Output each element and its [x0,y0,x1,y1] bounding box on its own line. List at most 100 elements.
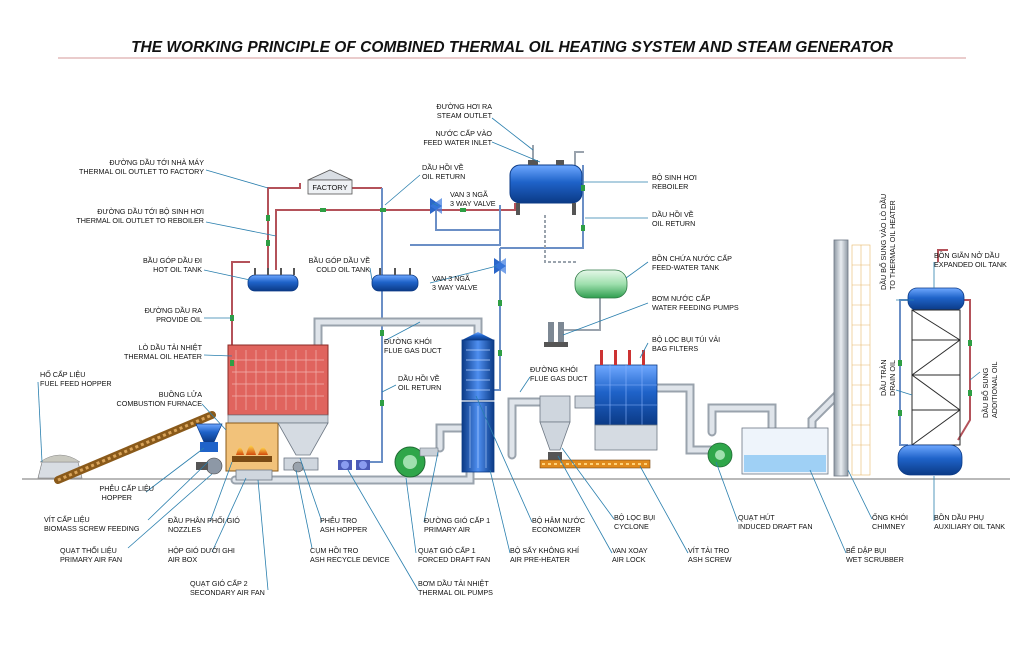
label-thermal-oil-outlet-reboiler: ĐƯỜNG DẦU TỚI BỘ SINH HƠI THERMAL OIL OU… [76,206,204,225]
label-reboiler-vi: BỘ SINH HƠI [652,173,697,182]
label-feed-water-inlet-en: FEED WATER INLET [423,138,492,147]
label-cyclone-en: CYCLONE [614,522,649,531]
label-fuel-feed-hopper: HỐ CẤP LIỆU FUEL FEED HOPPER [40,369,112,388]
label-flue-gas-duct-mid-vi: ĐƯỜNG KHÓI [384,337,432,346]
label-biomass-screw-feeding-en: BIOMASS SCREW FEEDING [44,524,140,533]
label-water-feeding-pumps: BƠM NƯỚC CẤP WATER FEEDING PUMPS [652,293,739,312]
label-flue-gas-duct-right-vi: ĐƯỜNG KHÓI [530,365,578,374]
label-ash-recycle-device-vi: CỤM HỒI TRO [310,545,359,555]
label-thermal-oil-outlet-factory: ĐƯỜNG DẦU TỚI NHÀ MÁY THERMAL OIL OUTLET… [79,157,204,176]
label-ash-screw-vi: VÍT TẢI TRO [688,546,730,555]
label-flue-gas-duct-mid: ĐƯỜNG KHÓI FLUE GAS DUCT [384,337,442,355]
label-primary-air-fan-vi: QUẠT THỔI LIỆU [60,546,117,555]
label-oil-supply-heater: DẦU BỔ SUNG VÀO LÒ DẦU TO THERMAL OIL HE… [878,194,897,290]
label-flue-gas-duct-right: ĐƯỜNG KHÓI FLUE GAS DUCT [530,365,588,383]
label-fuel-feed-hopper-en: FUEL FEED HOPPER [40,379,112,388]
label-biomass-screw-feeding-vi: VÍT CẤP LIỆU [44,514,90,524]
air-pre-heater [461,401,495,473]
label-provide-oil-en: PROVIDE OIL [156,315,202,324]
label-reboiler: BỘ SINH HƠI REBOILER [652,173,697,191]
label-thermal-oil-heater-vi: LÒ DẦU TẢI NHIỆT [139,342,203,352]
label-steam-outlet: ĐƯỜNG HƠI RA STEAM OUTLET [436,102,492,120]
label-feed-water-tank-vi: BỒN CHỨA NƯỚC CẤP [652,253,732,263]
label-wet-scrubber-en: WET SCRUBBER [846,555,904,564]
label-expanded-oil-tank: BỒN GIÃN NỞ DẦU EXPANDED OIL TANK [934,250,1007,269]
label-nozzles: ĐẦU PHÂN PHỐI GIÓ NOZZLES [168,515,240,534]
label-steam-outlet-en: STEAM OUTLET [437,111,493,120]
leader-lines [37,117,981,591]
label-ash-hopper: PHỄU TRO ASH HOPPER [320,516,367,534]
water-feeding-pumps [544,322,568,347]
three-way-valve-1 [430,198,442,214]
label-chimney-en: CHIMNEY [872,522,905,531]
reboiler [509,160,583,215]
economizer [461,332,495,401]
cyclone [539,395,598,460]
label-cold-oil-tank: BẦU GÓP DẦU VỀ COLD OIL TANK [309,255,371,274]
label-oil-return-top-vi: DẦU HỒI VỀ [422,162,464,172]
label-thermal-oil-outlet-reboiler-vi: ĐƯỜNG DẦU TỚI BỘ SINH HƠI [97,206,204,216]
label-oil-return-mid: DẦU HỒI VỀ OIL RETURN [398,373,441,392]
label-thermal-oil-heater: LÒ DẦU TẢI NHIỆT THERMAL OIL HEATER [124,342,203,361]
label-expanded-oil-tank-vi: BỒN GIÃN NỞ DẦU [934,250,1000,260]
label-ash-screw: VÍT TẢI TRO ASH SCREW [688,546,732,564]
label-air-pre-heater-en: AIR PRE-HEATER [510,555,570,564]
factory: FACTORY [307,169,353,195]
label-cold-oil-tank-vi: BẦU GÓP DẦU VỀ [309,255,371,265]
label-air-lock-en: AIR LOCK [612,555,646,564]
label-bag-filters-vi: BỘ LỌC BỤI TÚI VẢI [652,335,720,344]
label-auxiliary-oil-tank-vi: BỒN DẦU PHỤ [934,512,984,522]
forced-draft-fan [394,446,439,478]
label-thermal-oil-heater-en: THERMAL OIL HEATER [124,352,202,361]
label-hopper: PHỄU CẤP LIỆU HOPPER [99,483,154,502]
label-economizer: BỘ HÂM NƯỚC ECONOMIZER [532,516,585,534]
label-drain-oil-vi: DẦU TRÀN [878,359,888,396]
label-secondary-air-fan-en: SECONDARY AIR FAN [190,588,265,597]
label-feed-water-inlet: NƯỚC CẤP VÀO FEED WATER INLET [423,128,492,147]
label-thermal-oil-outlet-reboiler-en: THERMAL OIL OUTLET TO REBOILER [76,216,204,225]
label-bag-filters-en: BAG FILTERS [652,344,698,353]
label-ash-recycle-device-en: ASH RECYCLE DEVICE [310,555,390,564]
label-primary-air-fan: QUẠT THỔI LIỆU PRIMARY AIR FAN [60,546,122,564]
label-induced-draft-fan-vi: QUẠT HÚT [738,513,775,522]
label-three-way-valve-1-en: 3 WAY VALVE [450,199,496,208]
label-primary-air-en: PRIMARY AIR [424,525,470,534]
factory-label: FACTORY [312,183,347,192]
label-thermal-oil-outlet-factory-en: THERMAL OIL OUTLET TO FACTORY [79,167,204,176]
label-economizer-en: ECONOMIZER [532,525,581,534]
label-induced-draft-fan: QUẠT HÚT INDUCED DRAFT FAN [738,513,813,531]
label-ash-hopper-vi: PHỄU TRO [320,516,357,525]
label-drain-oil-en: DRAIN OIL [888,360,897,396]
label-wet-scrubber-vi: BỂ DẬP BỤI [846,546,886,555]
label-hopper-en: HOPPER [102,493,132,502]
label-flue-gas-duct-right-en: FLUE GAS DUCT [530,374,588,383]
label-primary-air: ĐƯỜNG GIÓ CẤP 1 PRIMARY AIR [424,515,490,534]
label-auxiliary-oil-tank: BỒN DẦU PHỤ AUXILIARY OIL TANK [934,512,1005,531]
label-thermal-oil-pumps: BƠM DẦU TẢI NHIỆT THERMAL OIL PUMPS [418,578,493,597]
label-hot-oil-tank-vi: BẦU GÓP DẦU ĐI [143,255,202,265]
label-ash-hopper-en: ASH HOPPER [320,525,367,534]
label-oil-return-mid-vi: DẦU HỒI VỀ [398,373,440,383]
label-combustion-furnace-en: COMBUSTION FURNACE [117,399,203,408]
label-primary-air-fan-en: PRIMARY AIR FAN [60,555,122,564]
label-cold-oil-tank-en: COLD OIL TANK [316,265,370,274]
label-air-lock: VAN XOAY AIR LOCK [612,546,648,564]
label-three-way-valve-2-en: 3 WAY VALVE [432,283,478,292]
hot-oil-tank [247,268,299,292]
label-flue-gas-duct-mid-en: FLUE GAS DUCT [384,346,442,355]
three-way-valve-2 [494,258,506,274]
label-economizer-vi: BỘ HÂM NƯỚC [532,516,585,525]
label-oil-return-right: DẦU HỒI VỀ OIL RETURN [652,209,695,228]
expanded-oil-tank [907,287,965,311]
label-reboiler-en: REBOILER [652,182,688,191]
label-oil-supply-heater-en: TO THERMAL OIL HEATER [888,200,897,290]
tank-frame [911,309,961,446]
label-air-lock-vi: VAN XOAY [612,546,648,555]
label-thermal-oil-pumps-en: THERMAL OIL PUMPS [418,588,493,597]
label-provide-oil-vi: ĐƯỜNG DẦU RA [145,305,203,315]
wet-scrubber [741,427,829,475]
label-biomass-screw-feeding: VÍT CẤP LIỆU BIOMASS SCREW FEEDING [44,514,140,533]
label-chimney: ỐNG KHÓI CHIMNEY [872,512,908,531]
